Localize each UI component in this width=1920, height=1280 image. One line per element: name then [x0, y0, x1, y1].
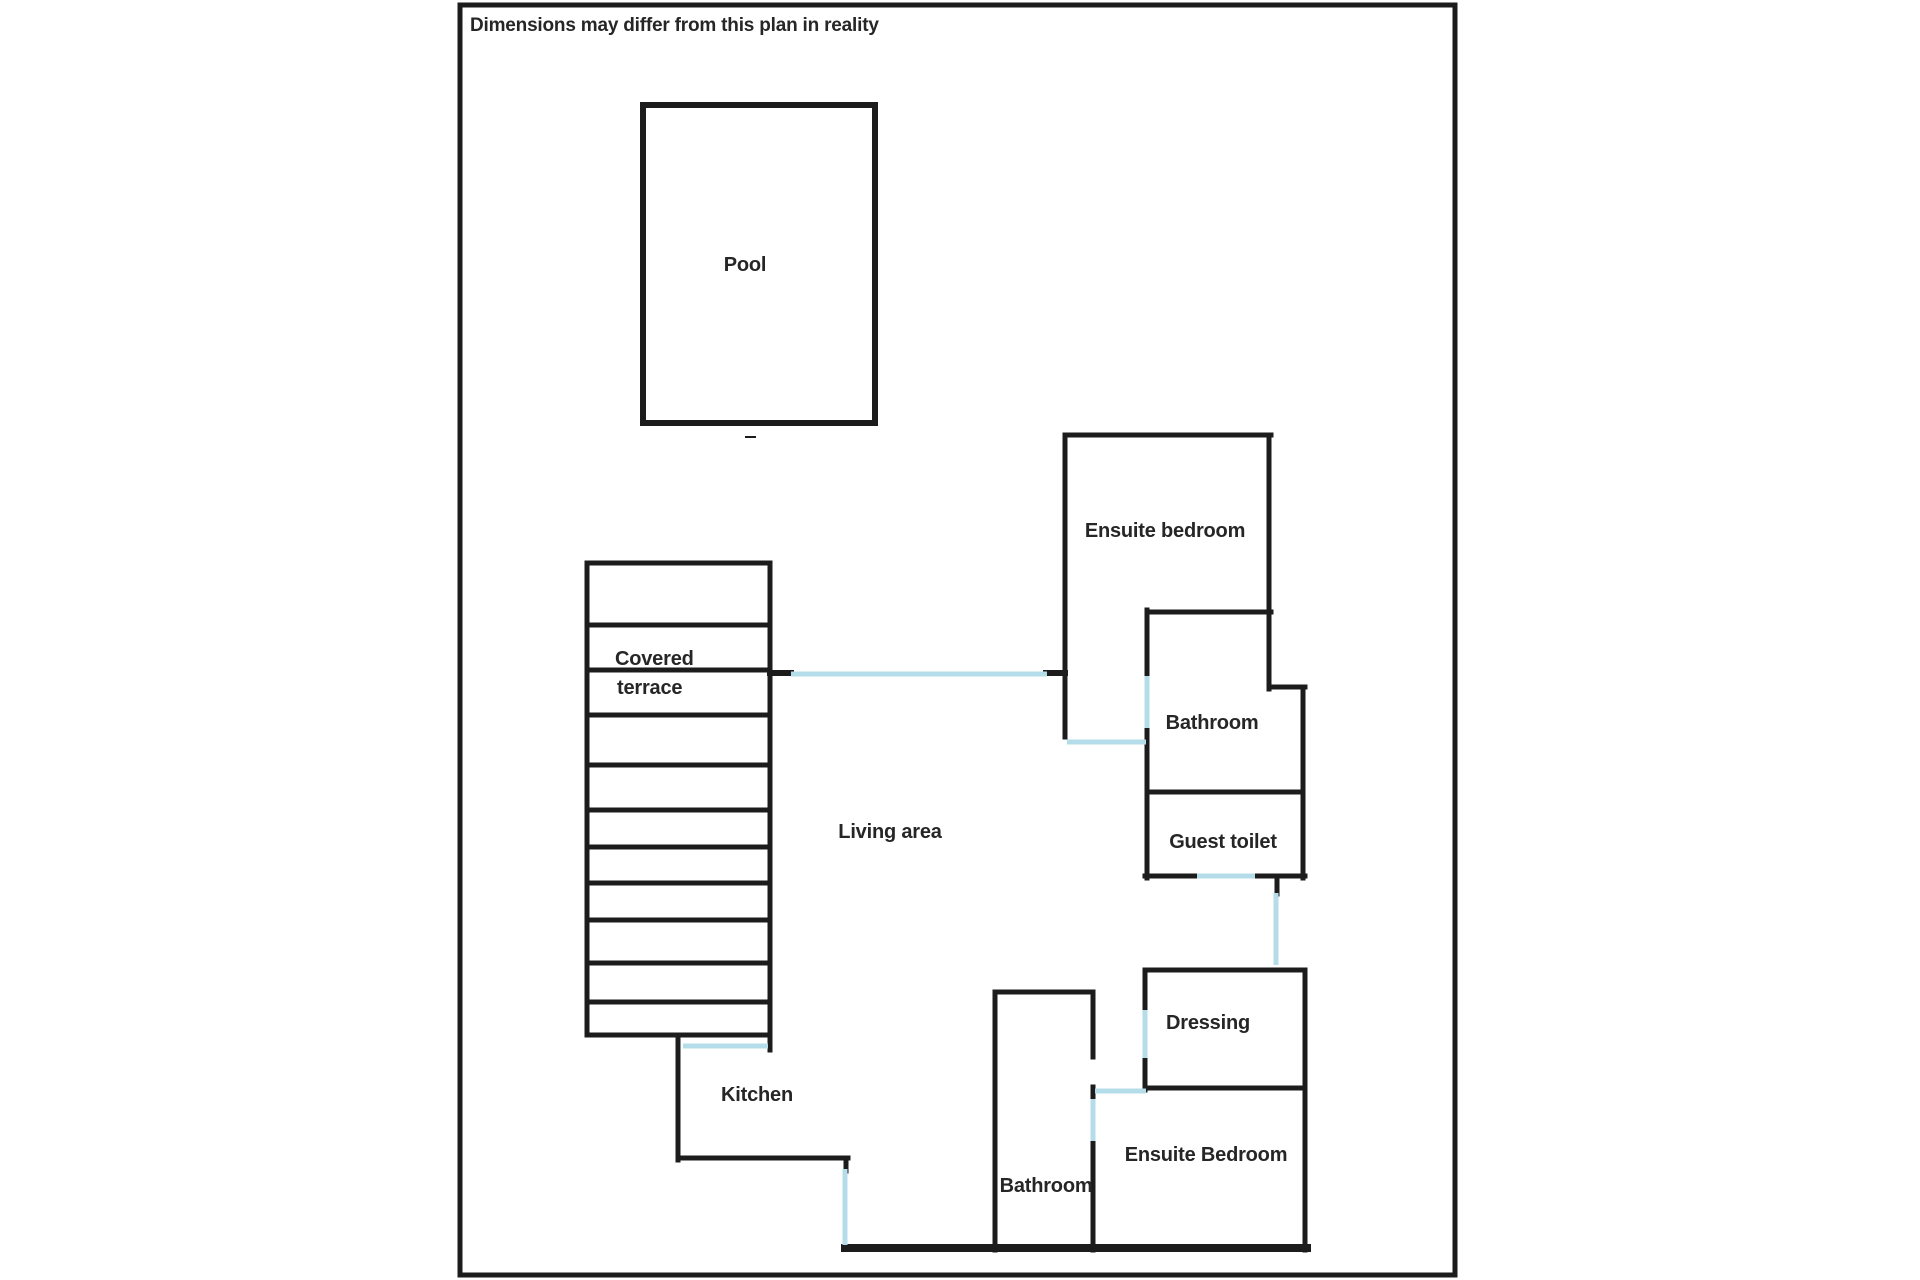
room-label-covered-terrace-line2: terrace: [617, 677, 682, 699]
labels-layer: Dimensions may differ from this plan in …: [470, 15, 1287, 1197]
disclaimer-text: Dimensions may differ from this plan in …: [470, 15, 879, 36]
room-label-living-area: Living area: [838, 821, 942, 843]
room-label-covered-terrace-line1: Covered: [615, 648, 694, 670]
room-label-dressing: Dressing: [1166, 1012, 1250, 1034]
openings-layer: [683, 671, 1279, 1245]
room-label-kitchen: Kitchen: [721, 1084, 793, 1106]
room-label-bathroom-bottom: Bathroom: [1000, 1175, 1093, 1197]
room-label-ensuite-bedroom-bottom: Ensuite Bedroom: [1125, 1144, 1288, 1166]
room-label-pool: Pool: [724, 254, 767, 276]
room-label-guest-toilet: Guest toilet: [1169, 831, 1277, 853]
plan-outer-border: [457, 2, 1458, 1278]
pool-outline: [640, 102, 878, 426]
walls-layer: [457, 2, 1458, 1278]
room-label-bathroom-top: Bathroom: [1166, 712, 1259, 734]
room-label-ensuite-bedroom-top: Ensuite bedroom: [1085, 520, 1245, 542]
